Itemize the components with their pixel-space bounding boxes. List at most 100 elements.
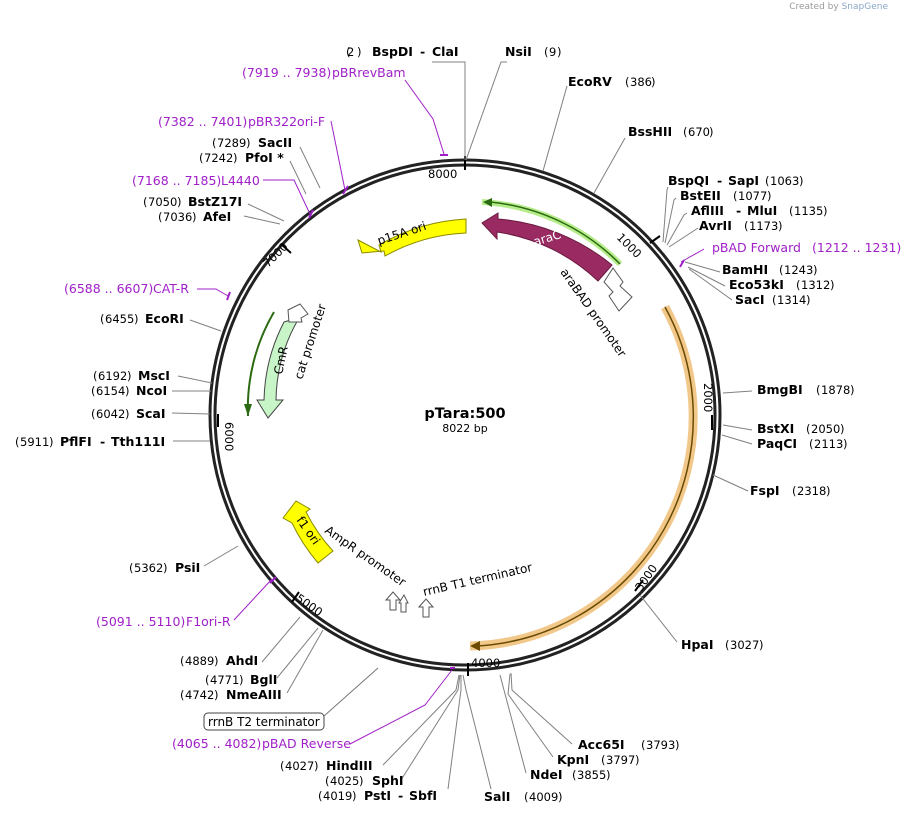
tick-6000: 6000 <box>222 422 236 451</box>
primer-range-catr: (6588 .. 6607) <box>64 281 153 296</box>
site-pos-nsii: 9 <box>549 45 556 59</box>
svg-text:(: ( <box>93 369 98 383</box>
plasmid-length: 8022 bp <box>442 422 487 435</box>
svg-text:): ) <box>163 561 168 575</box>
site-pos-scai: 6042 <box>96 407 125 421</box>
site-name-avrii: AvrII <box>699 218 732 233</box>
svg-text:): ) <box>246 136 251 150</box>
svg-text:(: ( <box>601 753 606 767</box>
ampr-promoter-arrow <box>398 593 409 613</box>
svg-text:): ) <box>557 45 562 59</box>
arac-strand <box>489 201 621 265</box>
site-name-sphi: SphI <box>372 773 404 788</box>
svg-text:-: - <box>398 788 403 803</box>
svg-text:): ) <box>125 407 130 421</box>
site-name-tth111i: Tth111I <box>111 434 165 449</box>
svg-text:): ) <box>127 369 132 383</box>
site-pos-eco53ki: 1312 <box>801 278 830 292</box>
svg-text:(: ( <box>15 435 20 449</box>
svg-text:): ) <box>314 759 319 773</box>
primer-name-pbadfwd: pBAD Forward <box>712 240 801 255</box>
site-name-hpai: HpaI <box>681 637 714 652</box>
tick-7000: 7000 <box>260 240 291 271</box>
primer-leaders <box>197 79 705 745</box>
primer-name-f1orir: F1ori-R <box>186 614 231 629</box>
p15a-ori-arrow <box>357 218 467 257</box>
svg-text:): ) <box>352 789 357 803</box>
tick-8000: 8000 <box>428 167 457 181</box>
svg-text:): ) <box>214 688 219 702</box>
rrnb-t2-symbol <box>384 591 402 611</box>
primer-name-catr: CAT-R <box>153 281 189 296</box>
tick-2000: 2000 <box>701 383 715 412</box>
svg-text:(: ( <box>346 45 351 59</box>
arabad-promoter-arrow <box>603 267 633 312</box>
primer-range-pbadrev: (4065 .. 4082) <box>172 736 261 751</box>
site-pos-hindiii: 4027 <box>285 759 314 773</box>
orf-line <box>475 306 695 647</box>
site-pos-bstz17i: 7050 <box>148 195 177 209</box>
svg-text:(: ( <box>129 561 134 575</box>
site-name-ncoi: NcoI <box>136 383 167 398</box>
svg-text:): ) <box>830 278 835 292</box>
site-pos-bsteii: 1077 <box>738 189 767 203</box>
tick-4000: 4000 <box>471 656 500 670</box>
primer-range-pbr322ori: (7382 .. 7401) <box>158 114 247 129</box>
orf-highlight <box>469 304 698 651</box>
svg-text:(: ( <box>765 174 770 188</box>
snapgene-credit: Created by SnapGene <box>789 2 888 12</box>
site-name-nmeaiii: NmeAIII <box>226 687 282 702</box>
primer-range-l4440: (7168 .. 7185) <box>132 173 221 188</box>
svg-text:): ) <box>49 435 54 449</box>
site-pos-bspqi: 1063 <box>770 174 799 188</box>
svg-text:(: ( <box>205 673 210 687</box>
svg-text:(: ( <box>143 195 148 209</box>
site-labels: 2 ( ) BspDI - ClaI NsiI ( 9 ) EcoRV ( 38… <box>15 44 855 804</box>
svg-text:): ) <box>239 673 244 687</box>
svg-text:): ) <box>759 638 764 652</box>
svg-text:(: ( <box>792 484 797 498</box>
rrnb-t1-label: rrnB T1 terminator <box>422 560 534 599</box>
site-pos-ecorv: 386 <box>630 75 652 89</box>
svg-text:): ) <box>558 790 563 804</box>
svg-text:): ) <box>840 422 845 436</box>
rrnb-t1-symbol <box>417 598 435 618</box>
site-name-bsteii: BstEII <box>680 188 721 203</box>
svg-text:(: ( <box>158 210 163 224</box>
site-name-bstz17i: BstZ17I <box>188 194 242 209</box>
site-name-psti: PstI <box>364 788 391 803</box>
svg-text:(: ( <box>683 125 688 139</box>
site-name-bspqi: BspQI <box>668 173 709 188</box>
svg-text:(: ( <box>744 219 749 233</box>
site-name-msci: MscI <box>138 368 170 383</box>
svg-text:): ) <box>192 210 197 224</box>
site-name-sapi: SapI <box>728 173 759 188</box>
ampr-promoter-label: AmpR promoter <box>322 523 408 589</box>
site-name-sali: SalI <box>484 789 510 804</box>
svg-text:(: ( <box>91 407 96 421</box>
svg-text:): ) <box>357 45 362 59</box>
svg-text:): ) <box>767 189 772 203</box>
svg-text:(: ( <box>733 189 738 203</box>
site-pos-sphi: 4025 <box>330 774 359 788</box>
svg-text:(: ( <box>524 790 529 804</box>
svg-text:(: ( <box>572 768 577 782</box>
site-name-pfoi: PfoI * <box>245 150 284 165</box>
cmr-label: CmR <box>271 345 291 376</box>
site-pos-sacii: 7289 <box>217 136 246 150</box>
svg-text:): ) <box>134 312 139 326</box>
rrnb-t2-label: rrnB T2 terminator <box>208 715 320 729</box>
site-name-ndei: NdeI <box>530 767 563 782</box>
primer-marks <box>226 154 685 669</box>
site-name-ecori: EcoRI <box>145 311 184 326</box>
site-pos-pflfi: 5911 <box>20 435 49 449</box>
svg-text:(: ( <box>641 738 646 752</box>
site-pos-ahdi: 4889 <box>185 654 214 668</box>
site-pos-avrii: 1173 <box>749 219 778 233</box>
svg-text:): ) <box>850 383 855 397</box>
svg-text:): ) <box>177 195 182 209</box>
site-name-afliii: AflIII <box>691 203 724 218</box>
site-name-bmgbi: BmgBI <box>757 382 803 397</box>
ticks <box>217 156 713 676</box>
